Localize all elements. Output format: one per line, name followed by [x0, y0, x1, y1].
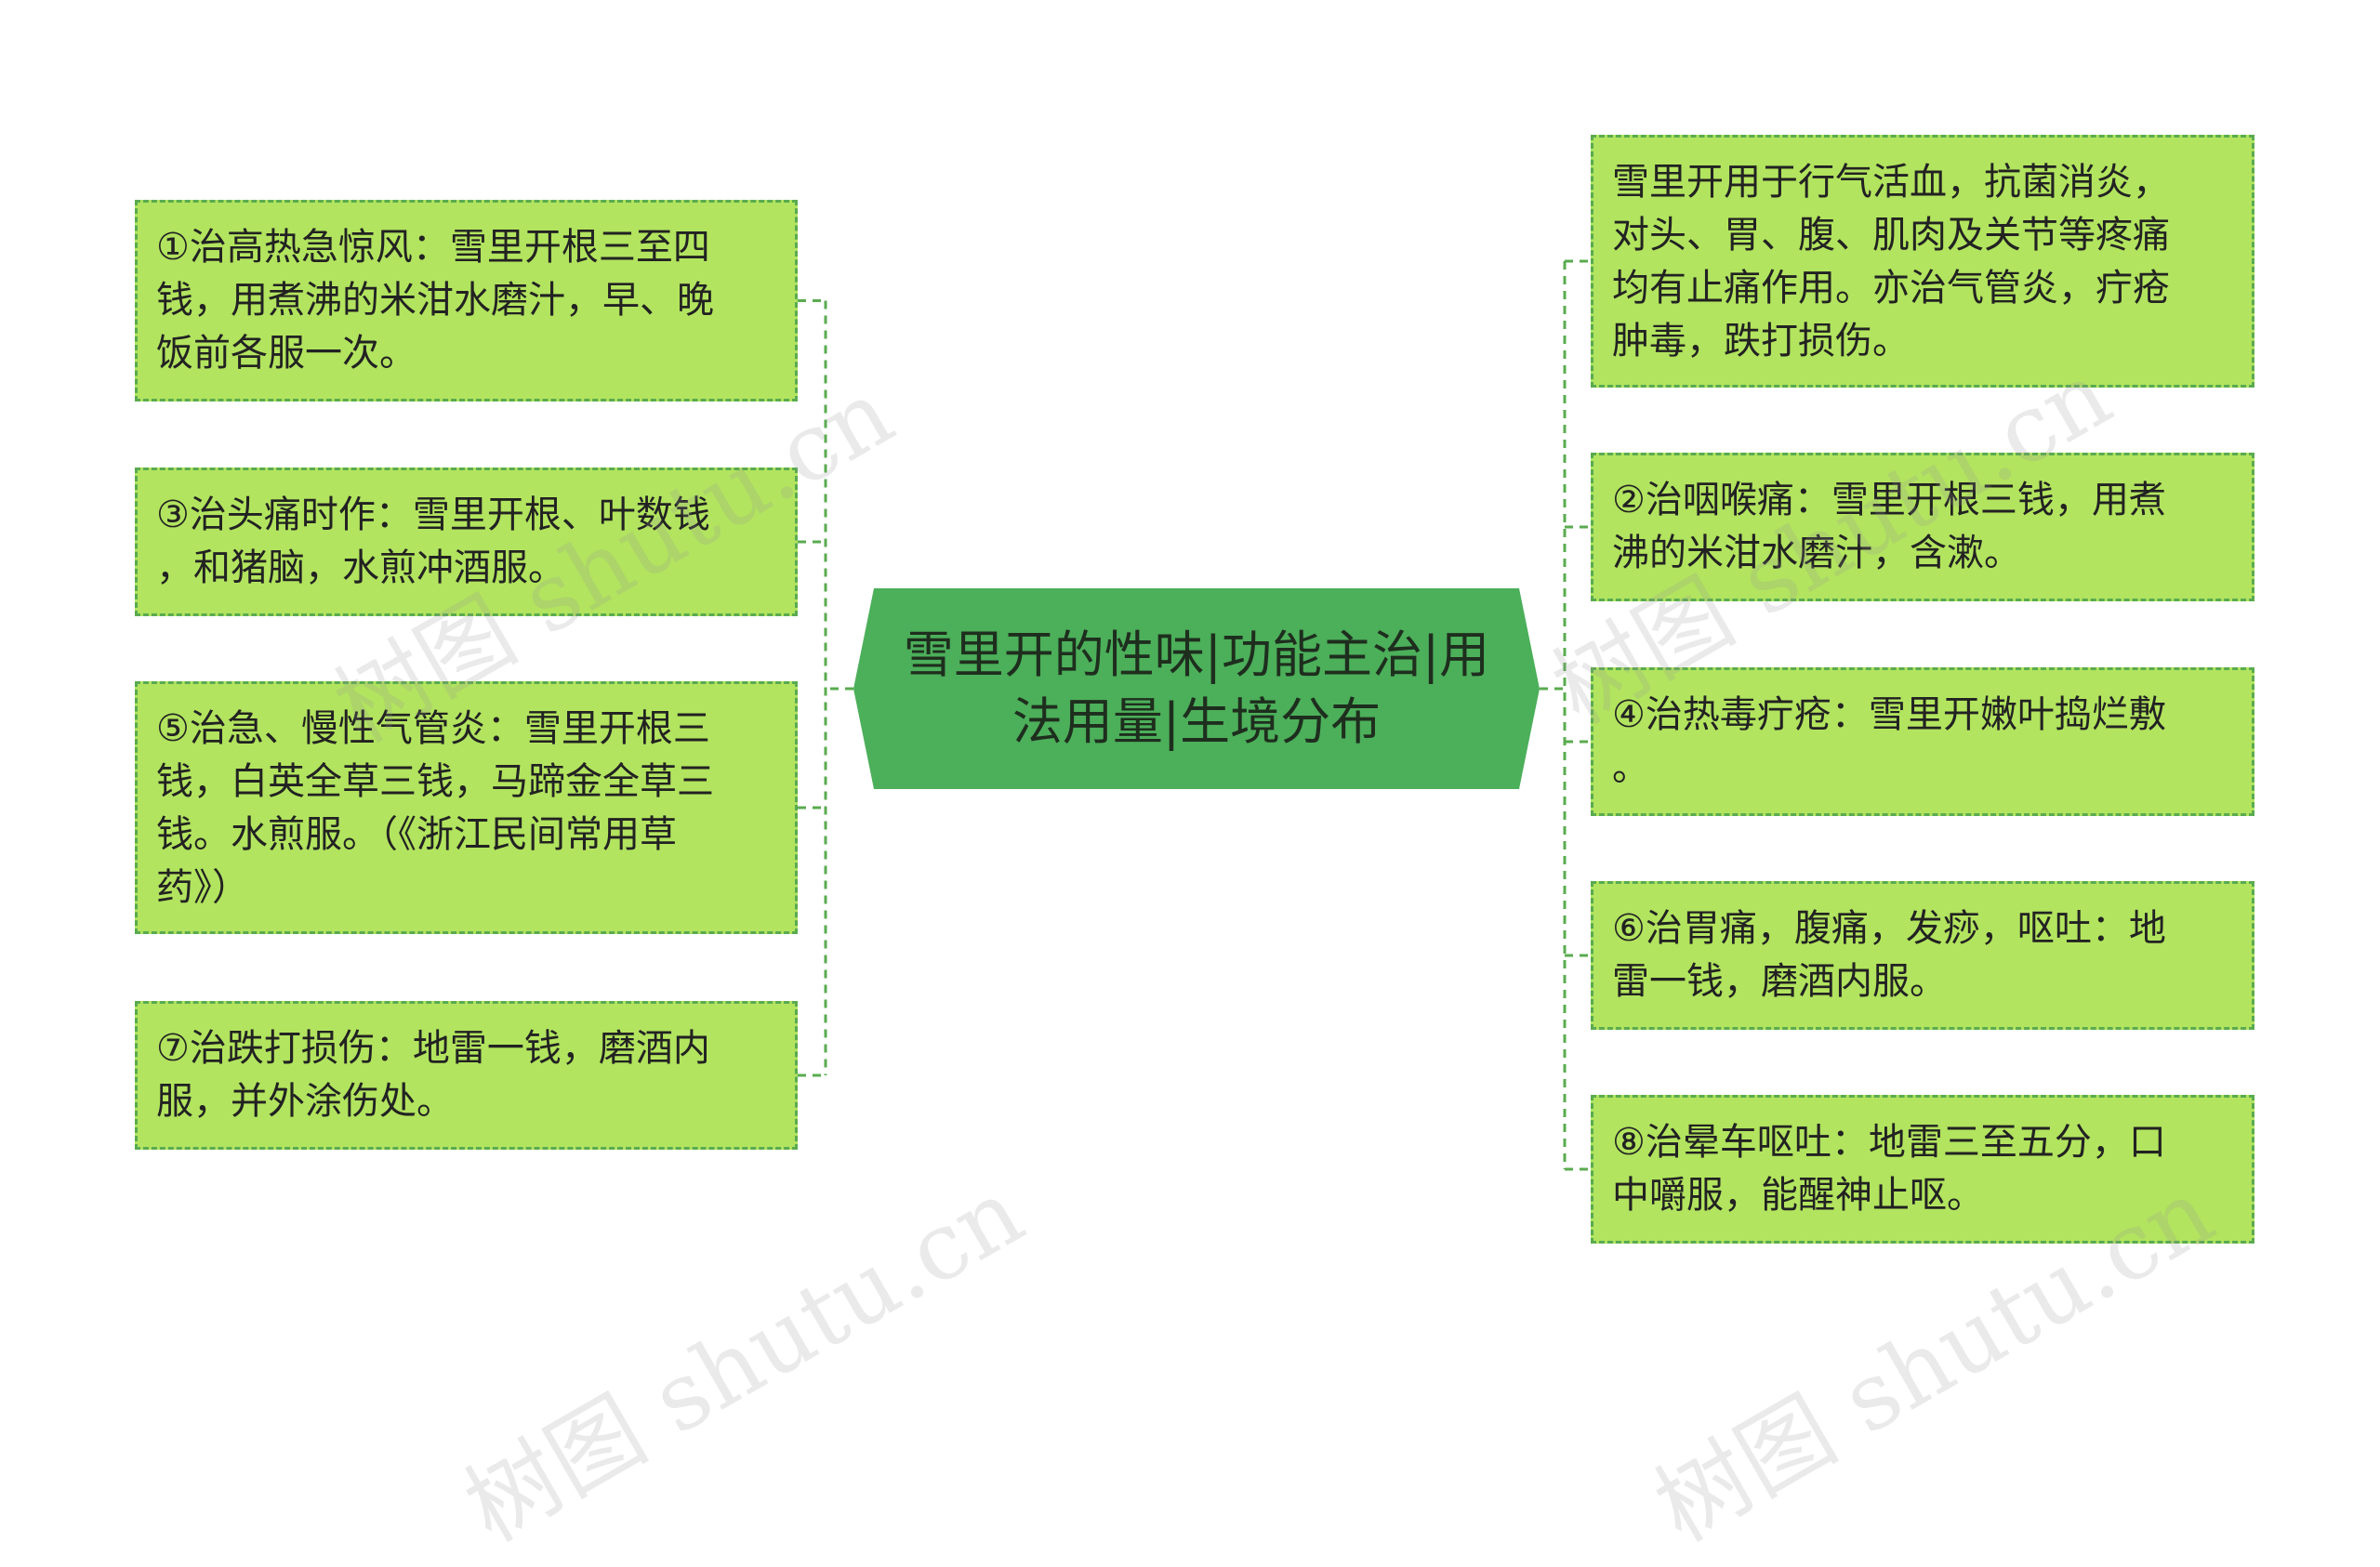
left-node-7[interactable]: ⑦治跌打损伤：地雷一钱，磨酒内 服，并外涂伤处。: [135, 1001, 798, 1150]
node-text-line: 中嚼服，能醒神止呕。: [1612, 1174, 1984, 1217]
root-hexagon: [853, 588, 1540, 789]
root-node[interactable]: 雪里开的性味|功能主治|用 法用量|生境分布: [853, 588, 1540, 789]
left-node-3[interactable]: ③治头痛时作：雪里开根、叶数钱 ，和猪脑，水煎冲酒服。: [135, 467, 798, 616]
node-text-line: ①治高热急惊风：雪里开根三至四: [156, 226, 710, 269]
node-text-line: 。: [1612, 746, 1649, 789]
node-text-line: 雪里开用于行气活血，抗菌消炎，: [1612, 161, 2170, 204]
right-node-2[interactable]: ②治咽喉痛：雪里开根三钱，用煮 沸的米泔水磨汁，含漱。: [1591, 453, 2254, 601]
root-hexagon-shape: [853, 588, 1540, 789]
left-node-1[interactable]: ①治高热急惊风：雪里开根三至四 钱，用煮沸的米泔水磨汁，早、晚 饭前各服一次。: [135, 200, 798, 402]
node-text-line: 饭前各服一次。: [156, 332, 416, 375]
node-text-line: ②治咽喉痛：雪里开根三钱，用煮: [1612, 479, 2166, 521]
left-node-5[interactable]: ⑤治急、慢性气管炎：雪里开根三 钱，白英全草三钱，马蹄金全草三 钱。水煎服。（《…: [135, 681, 798, 934]
node-text-line: 钱，用煮沸的米泔水磨汁，早、晚: [156, 279, 714, 322]
node-text-line: 肿毒，跌打损伤。: [1612, 320, 1910, 362]
right-node-8[interactable]: ⑧治晕车呕吐：地雷三至五分，口 中嚼服，能醒神止呕。: [1591, 1095, 2254, 1244]
root-title-line: 法用量|生境分布: [1012, 692, 1382, 751]
connector-lines: [798, 259, 1591, 1171]
node-text-line: 钱。水煎服。（《浙江民间常用草: [156, 813, 677, 856]
node-text-line: 药》）: [156, 866, 249, 909]
node-text-line: ⑦治跌打损伤：地雷一钱，磨酒内: [156, 1027, 710, 1070]
right-node-4[interactable]: ④治热毒疔疮：雪里开嫩叶捣烂敷 。: [1591, 667, 2254, 816]
node-text-line: 钱，白英全草三钱，马蹄金全草三: [156, 760, 714, 803]
node-text-line: 对头、胃、腹、肌肉及关节等疼痛: [1612, 214, 2170, 257]
node-text-line: ⑧治晕车呕吐：地雷三至五分，口: [1612, 1121, 2166, 1164]
node-text-line: ④治热毒疔疮：雪里开嫩叶捣烂敷: [1612, 693, 2166, 736]
node-text-line: 雷一钱，磨酒内服。: [1612, 960, 1947, 1003]
node-text-line: ⑤治急、慢性气管炎：雪里开根三: [156, 707, 710, 750]
right-node-summary[interactable]: 雪里开用于行气活血，抗菌消炎， 对头、胃、腹、肌肉及关节等疼痛 均有止痛作用。亦…: [1591, 135, 2254, 388]
root-title: 雪里开的性味|功能主治|用 法用量|生境分布: [853, 588, 1540, 789]
node-text-line: ③治头痛时作：雪里开根、叶数钱: [156, 494, 710, 536]
node-text-line: 服，并外涂伤处。: [156, 1080, 454, 1123]
node-text-line: ⑥治胃痛，腹痛，发痧，呕吐：地: [1612, 907, 2166, 950]
node-text-line: 沸的米泔水磨汁，含漱。: [1612, 532, 2021, 574]
node-text-line: ，和猪脑，水煎冲酒服。: [156, 546, 565, 589]
mind-map: 雪里开的性味|功能主治|用 法用量|生境分布 ①治高热急惊风：雪里开根三至四 钱…: [135, 135, 2254, 1562]
node-text-line: 均有止痛作用。亦治气管炎，疔疮: [1612, 267, 2170, 309]
root-title-line: 雪里开的性味|功能主治|用: [903, 625, 1490, 684]
right-node-6[interactable]: ⑥治胃痛，腹痛，发痧，呕吐：地 雷一钱，磨酒内服。: [1591, 881, 2254, 1030]
